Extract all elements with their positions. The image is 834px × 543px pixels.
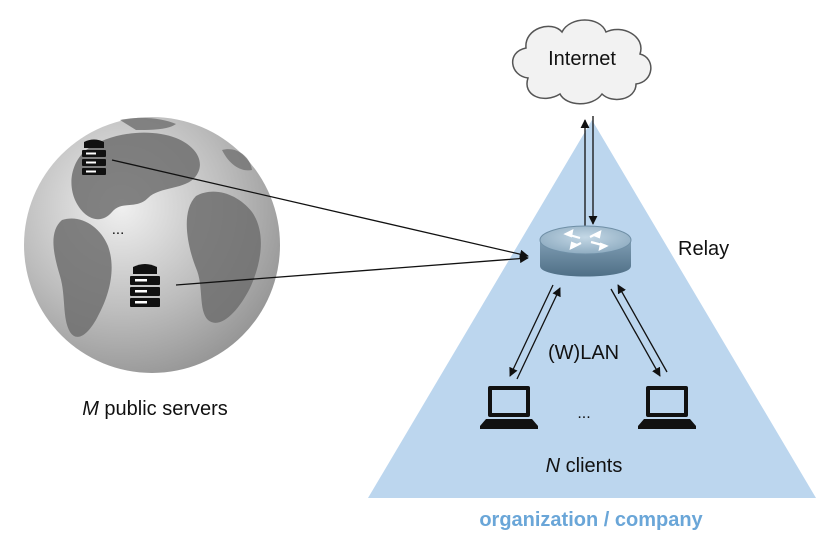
organization-region [368, 120, 816, 498]
cloud-icon [512, 19, 652, 105]
internet-label: Internet [548, 48, 616, 70]
laptop-icon [638, 386, 696, 429]
servers-label-text: public servers [99, 398, 228, 420]
server-to-relay-arrow [175, 254, 529, 286]
server-icon [130, 264, 160, 307]
clients-label-text: clients [560, 455, 622, 477]
client-to-relay-arrow [617, 284, 668, 373]
router-icon [539, 225, 632, 277]
server-ellipsis: ... [112, 221, 125, 238]
relay-to-client-arrow [509, 284, 554, 377]
client-to-relay-arrow [516, 287, 561, 380]
server-icon [82, 139, 106, 175]
wlan-label: (W)LAN [548, 342, 619, 364]
relay-label: Relay [678, 238, 729, 260]
globe-icon [24, 117, 280, 373]
servers-label: M public servers [82, 398, 228, 420]
organization-label: organization / company [479, 509, 703, 531]
clients-count-symbol: N [546, 455, 561, 477]
servers-count-symbol: M [82, 398, 99, 420]
relay-to-client-arrow [610, 288, 661, 377]
server-to-relay-arrow [111, 159, 529, 259]
clients-label: N clients [546, 455, 623, 477]
laptop-icon [480, 386, 538, 429]
client-ellipsis: ... [577, 405, 590, 422]
